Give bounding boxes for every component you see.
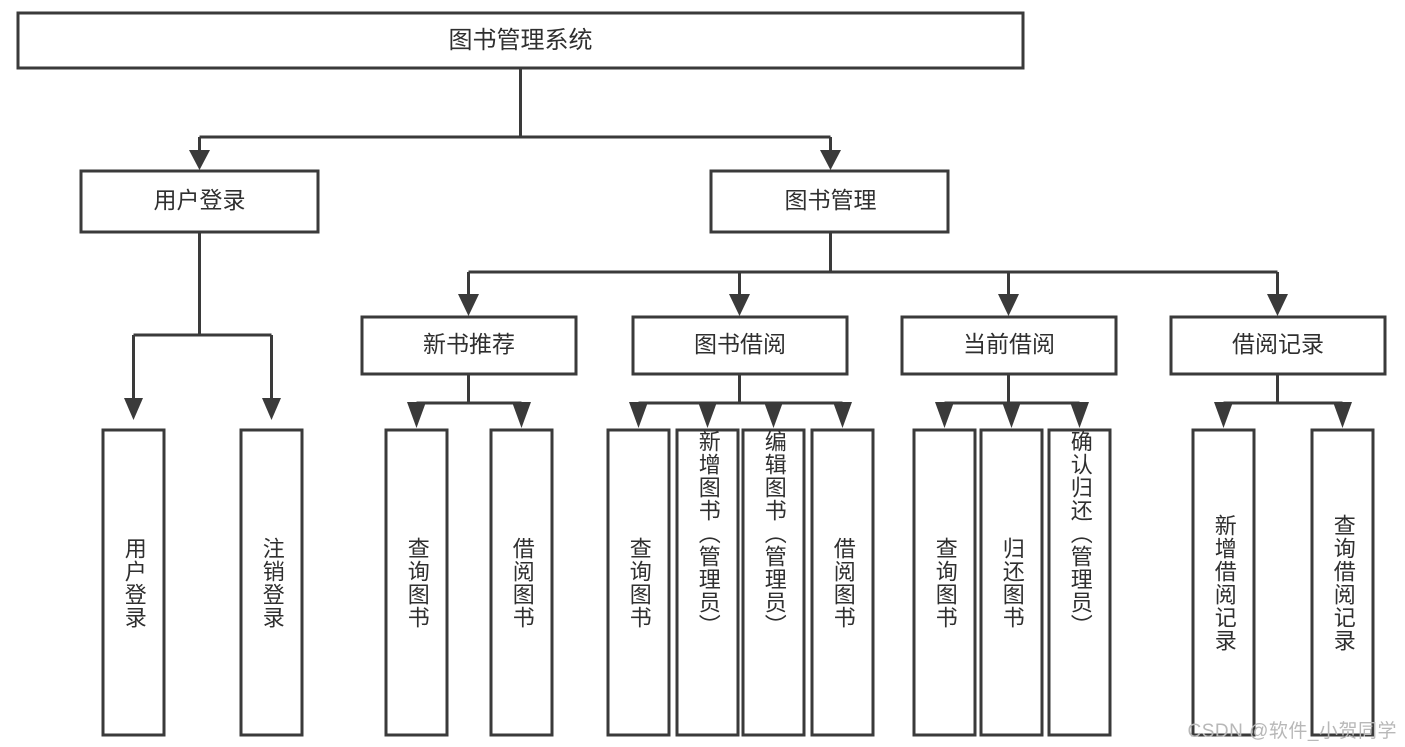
node-user-login-label: 用户登录 [154,187,246,213]
node-current-borrow-label: 当前借阅 [963,331,1055,357]
connector-root-to-level1 [189,68,841,170]
arrow-head-leaf-query-book-3 [935,402,954,428]
node-current-borrow[interactable]: 当前借阅 [900,315,1118,376]
arrow-head-leaf-query-book-1 [407,402,426,428]
node-book-manage[interactable]: 图书管理 [709,169,950,234]
node-book-borrow-box[interactable] [631,315,849,376]
node-borrow-record-label: 借阅记录 [1232,331,1324,357]
connector-borrowrecord-to-leaves [1214,374,1352,428]
arrow-head-leaf-user-login [124,398,143,420]
node-book-manage-box[interactable] [709,169,950,234]
node-borrow-record-box[interactable] [1169,315,1387,376]
leaf-box-return-book[interactable] [979,428,1044,737]
arrow-head-leaf-borrow-book-1 [512,402,531,428]
arrow-head-leaf-edit-book [764,402,783,428]
arrow-head-new-book-rec [458,294,479,316]
leaf-box-query-book-2[interactable] [606,428,671,737]
leaf-boxes-current-borrow [912,428,1112,737]
leaf-box-user-login[interactable] [101,428,166,737]
node-root-label: 图书管理系统 [449,27,593,54]
leaf-boxes-new-book-rec [384,428,554,737]
node-new-book-rec[interactable]: 新书推荐 [360,315,578,376]
arrow-head-leaf-query-record [1333,402,1352,428]
leaf-box-edit-book[interactable] [741,428,806,737]
arrow-head-borrow-record [1267,294,1288,316]
leaf-box-add-record[interactable] [1191,428,1256,737]
leaf-box-borrow-book-2[interactable] [810,428,875,737]
leaf-box-add-book[interactable] [675,428,740,737]
leaf-box-confirm-return[interactable] [1047,428,1112,737]
node-root-box[interactable] [16,11,1025,70]
connector-userlogin-to-leaves [124,232,281,420]
connector-newbookrec-to-leaves [407,374,531,428]
arrow-head-user-login [189,150,210,170]
arrow-head-leaf-logout-login [262,398,281,420]
arrow-head-leaf-return-book [1002,402,1021,428]
arrow-head-book-manage [820,150,841,170]
arrow-head-leaf-borrow-book-2 [833,402,852,428]
leaf-boxes-user-login [101,428,304,737]
leaf-box-query-book-3[interactable] [912,428,977,737]
arrow-head-current-borrow [998,294,1019,316]
leaf-box-query-record[interactable] [1310,428,1375,737]
connector-currentborrow-to-leaves [935,374,1089,428]
arrow-head-book-borrow [729,294,750,316]
node-new-book-rec-box[interactable] [360,315,578,376]
leaf-box-logout-login[interactable] [239,428,304,737]
arrow-head-leaf-confirm-return [1070,402,1089,428]
leaf-box-borrow-book-1[interactable] [489,428,554,737]
node-borrow-record[interactable]: 借阅记录 [1169,315,1387,376]
arrow-head-leaf-add-record [1214,402,1233,428]
node-new-book-rec-label: 新书推荐 [423,331,515,357]
arrow-head-leaf-query-book-2 [629,402,648,428]
node-book-borrow-label: 图书借阅 [694,331,786,357]
leaf-box-query-book-1[interactable] [384,428,449,737]
node-book-manage-label: 图书管理 [785,187,877,213]
node-current-borrow-box[interactable] [900,315,1118,376]
leaf-boxes-borrow-record [1191,428,1375,737]
node-root[interactable]: 图书管理系统 [16,11,1025,70]
connector-bookborrow-to-leaves [629,374,852,428]
leaf-boxes-book-borrow [606,428,875,737]
node-book-borrow[interactable]: 图书借阅 [631,315,849,376]
node-user-login[interactable]: 用户登录 [79,169,320,234]
node-user-login-box[interactable] [79,169,320,234]
connector-bookmanage-to-level2 [458,232,1288,316]
arrow-head-leaf-add-book [698,402,717,428]
